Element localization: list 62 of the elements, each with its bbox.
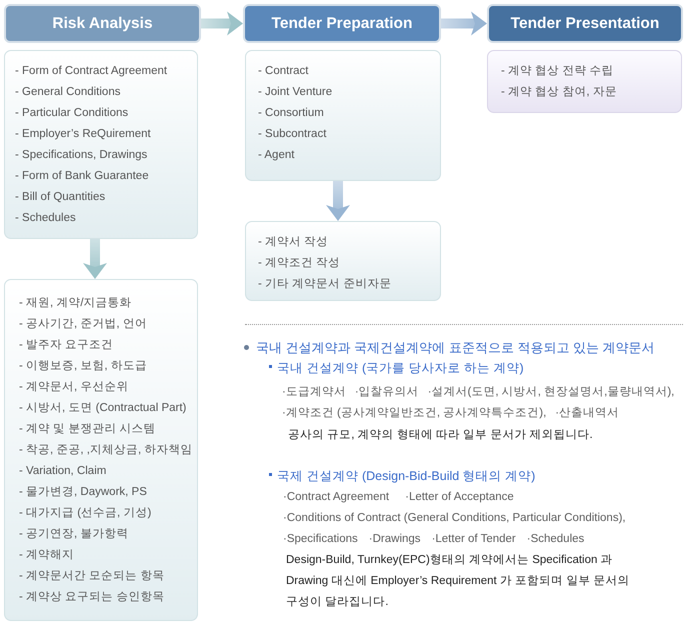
list-item: - 공사기간, 준거법, 언어 (19, 317, 147, 332)
list-item: - Form of Contract Agreement (15, 64, 168, 79)
stage-header: Risk Analysis (4, 4, 201, 43)
list-item: - Particular Conditions (15, 106, 128, 121)
list-item: - 착공, 준공, ,지체상금, 하자책임 (19, 443, 192, 458)
list-item: - 계약문서간 모순되는 항목 (19, 569, 164, 584)
document-item: ·계약조건 (공사계약일반조건, 공사계약특수조건), (282, 406, 546, 420)
list-item: - 계약문서, 우선순위 (19, 380, 128, 395)
list-item: - 이행보증, 보험, 하도급 (19, 359, 147, 374)
document-item: ·Letter of Acceptance (405, 490, 514, 504)
list-item: - 계약서 작성 (258, 235, 328, 250)
document-item: ·Conditions of Contract (General Conditions, Particular Conditions), (283, 510, 626, 526)
list-box (245, 221, 441, 301)
list-item: - 시방서, 도면 (Contractual Part) (19, 401, 186, 416)
stage-header: Tender Preparation (243, 4, 441, 43)
list-item: - 계약해지 (19, 548, 74, 563)
list-item: - Employer’s ReQuirement (15, 127, 151, 142)
list-item: - 발주자 요구조건 (19, 338, 114, 353)
list-item: - 대가지급 (선수금, 기성) (19, 506, 152, 521)
list-item: - Subcontract (258, 127, 326, 142)
subheading: 국내 건설계약 (국가를 당사자로 하는 계약) (277, 360, 524, 377)
document-item: ·Contract Agreement (283, 490, 390, 504)
section-heading: 국내 건설계약과 국제건설계약에 표준적으로 적용되고 있는 계약문서 (256, 338, 655, 356)
list-box (245, 50, 441, 181)
list-item: - Specifications, Drawings (15, 148, 148, 163)
document-item: ·설계서(도면, 시방서, 현장설명서,물량내역서), (428, 384, 674, 400)
note-text: Design-Build, Turnkey(EPC)형태의 계약에서는 Specification 과 Drawing 대신에 Employer’s Requirement 가 포함되며 일부 문서의 구성이 달라집니다. (286, 552, 630, 610)
list-item: - Schedules (15, 211, 76, 226)
list-item: - Variation, Claim (19, 464, 106, 479)
list-item: - 재원, 계약/지금통화 (19, 296, 132, 311)
list-item: - 계약 협상 전략 수립 (501, 64, 614, 79)
document-item: ·산출내역서 (555, 406, 620, 420)
arrow (83, 239, 107, 279)
arrow (201, 12, 243, 36)
list-item: - Contract (258, 64, 308, 79)
document-item: ·도급계약서 (282, 384, 346, 400)
subheading: 국제 건설계약 (Design-Bid-Build 형태의 계약) (277, 468, 536, 485)
list-item: - General Conditions (15, 85, 120, 100)
document-item: ·입찰유의서 (354, 384, 419, 400)
document-item: ·Letter of Tender (432, 532, 516, 546)
document-item: ·Specifications (283, 532, 358, 546)
list-item: - 계약 및 분쟁관리 시스템 (19, 422, 156, 437)
list-item: - 계약 협상 참여, 자문 (501, 85, 617, 100)
list-item: - 물가변경, Daywork, PS (19, 485, 147, 500)
list-item: - 공기연장, 불가항력 (19, 527, 128, 542)
list-item: - Form of Bank Guarantee (15, 169, 149, 184)
list-item: - Consortium (258, 106, 324, 121)
arrow (326, 181, 350, 221)
list-item: - Bill of Quantities (15, 190, 106, 205)
arrow (441, 12, 487, 36)
list-item: - 계약상 요구되는 승인항목 (19, 590, 164, 605)
list-box (487, 50, 682, 113)
list-item: - 기타 계약문서 준비자문 (258, 277, 392, 292)
list-box (4, 279, 198, 621)
list-item: - Agent (258, 148, 294, 163)
document-item: ·Schedules (526, 532, 584, 546)
document-item: ·Drawings (368, 532, 421, 546)
list-item: - Joint Venture (258, 85, 332, 100)
list-item: - 계약조건 작성 (258, 256, 340, 271)
note-text: 공사의 규모, 계약의 형태에 따라 일부 문서가 제외됩니다. (288, 428, 593, 442)
list-box (4, 50, 198, 239)
stage-header: Tender Presentation (487, 4, 683, 43)
